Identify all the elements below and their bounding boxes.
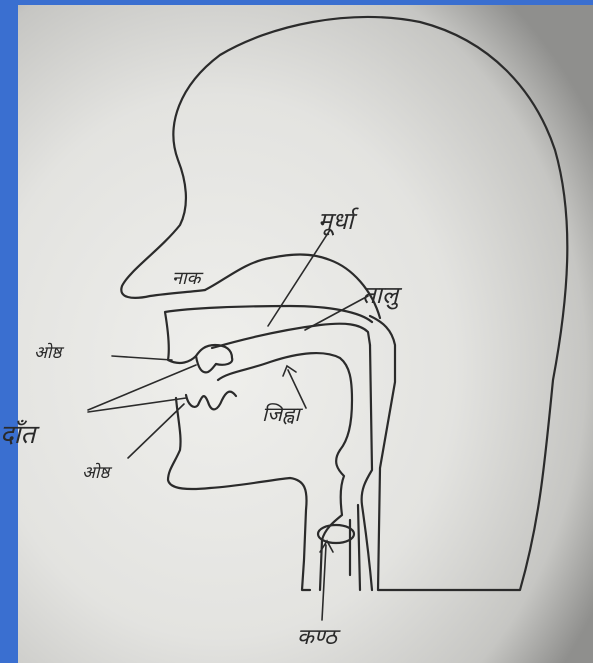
label-murdha: मूर्धा: [318, 204, 353, 237]
label-upper-lip: ओष्ठ: [34, 340, 61, 363]
label-daant: दाँत: [0, 415, 35, 451]
label-jihva: जिह्वा: [262, 400, 300, 427]
label-naak: नाक: [172, 266, 200, 290]
label-kanth: कण्ठ: [297, 621, 337, 651]
label-talu: तालु: [362, 278, 398, 311]
paper-background: [18, 5, 593, 663]
label-lower-lip: ओष्ठ: [82, 460, 109, 483]
